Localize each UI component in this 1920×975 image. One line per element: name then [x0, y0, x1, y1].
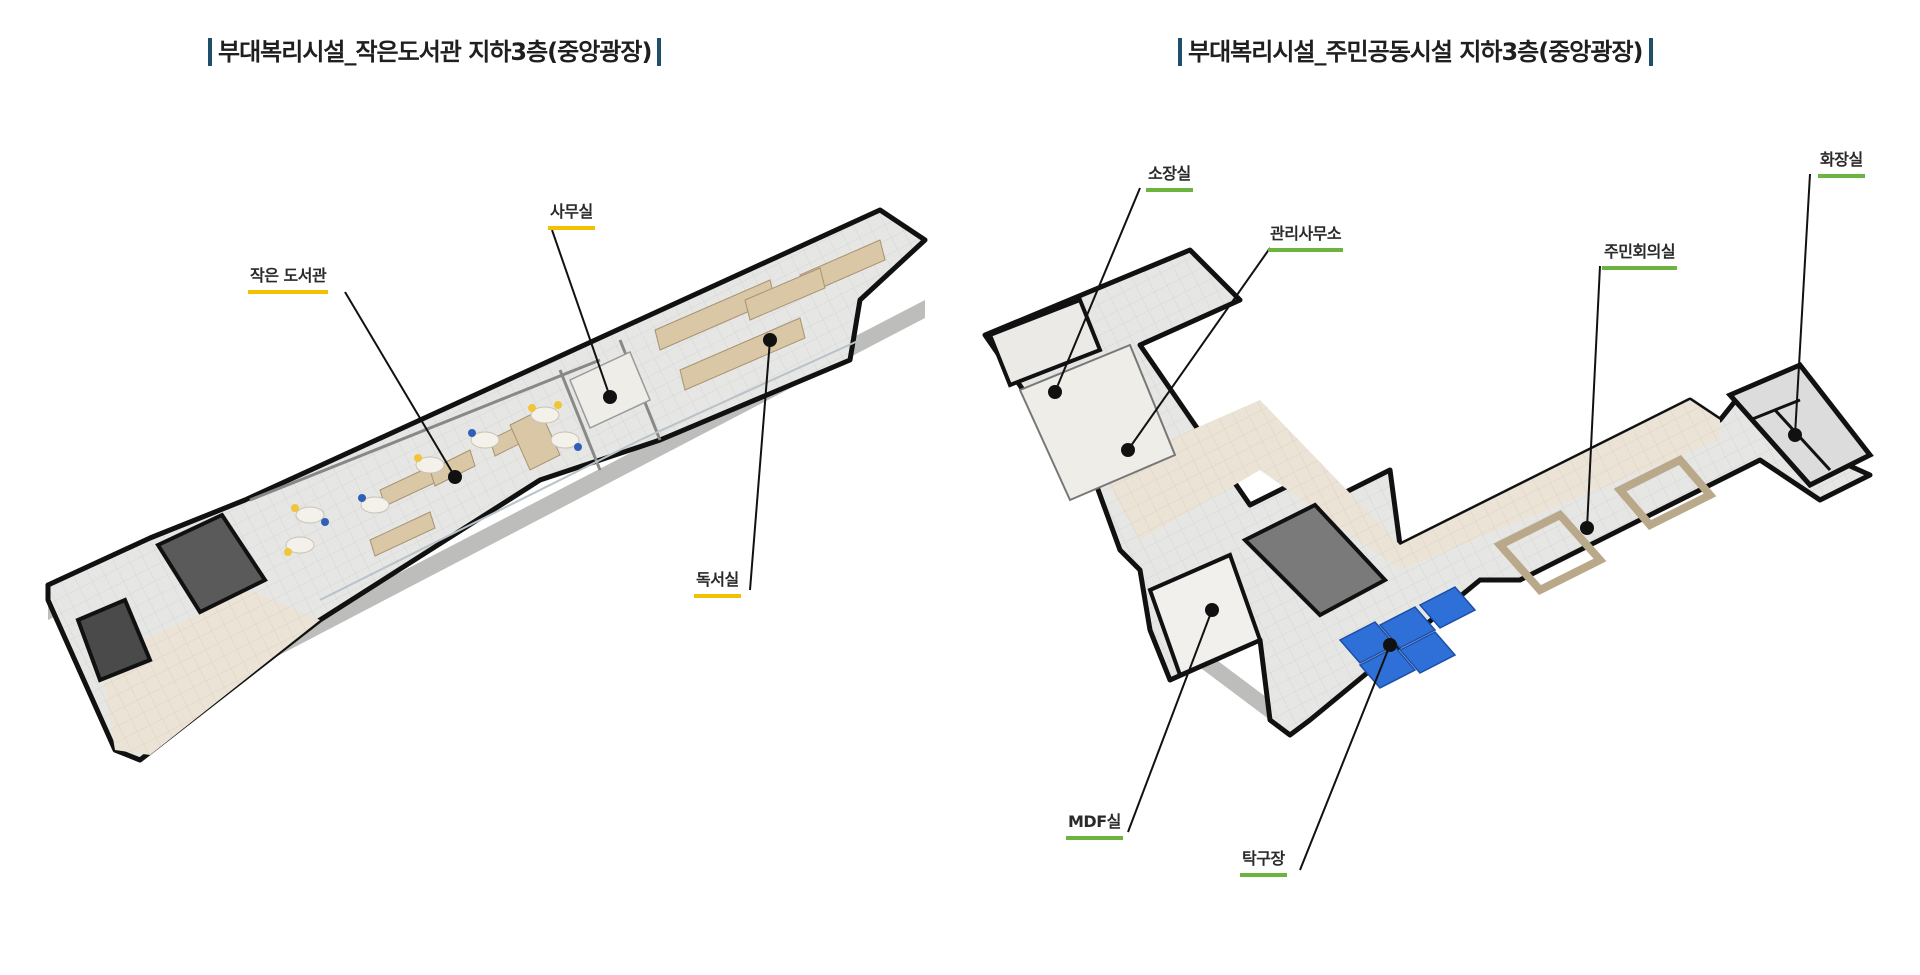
label-reading-room: 독서실: [694, 566, 741, 598]
elevator-core: [75, 597, 153, 683]
right-panel-title: 부대복리시설_주민공동시설 지하3층(중앙광장): [1178, 38, 1653, 66]
left-floor-plan: [45, 207, 928, 763]
storage-room: [987, 297, 1103, 388]
callout-dots: [448, 333, 1802, 652]
label-mdf-room: MDF실: [1066, 808, 1123, 840]
meeting-room-marker-dot: [1580, 521, 1594, 535]
label-office: 사무실: [548, 198, 595, 230]
central-void: [1241, 502, 1389, 618]
restroom-area: [1725, 361, 1874, 489]
callout-leaders: [344, 173, 1811, 871]
label-restroom: 화장실: [1818, 146, 1865, 178]
mdf-room-area: [1147, 552, 1263, 678]
right-floor-plan: [982, 247, 1874, 738]
label-table-tennis: 탁구장: [1240, 845, 1287, 877]
small-library-marker-dot: [448, 470, 462, 484]
storage-room-marker-dot: [1048, 385, 1062, 399]
mdf-room-marker-dot: [1205, 603, 1219, 617]
label-storage-room: 소장실: [1146, 160, 1193, 192]
ping-pong-tables: [1338, 586, 1477, 689]
restroom-marker-dot: [1788, 428, 1802, 442]
management-office-marker-dot: [1121, 443, 1135, 457]
reading-room-marker-dot: [763, 333, 777, 347]
office-marker-dot: [603, 390, 617, 404]
meeting-room-tables: [1493, 455, 1717, 595]
label-resident-meeting-room: 주민회의실: [1602, 238, 1678, 270]
left-panel-title: 부대복리시설_작은도서관 지하3층(중앙광장): [208, 38, 662, 66]
library-tables: [285, 406, 580, 554]
table-tennis-marker-dot: [1383, 638, 1397, 652]
entrance-hall-floor: [100, 590, 320, 755]
library-chairs: [284, 401, 582, 556]
stair-core: [155, 512, 268, 615]
corridor-floor: [1100, 400, 1720, 570]
label-small-library: 작은 도서관: [248, 262, 329, 294]
label-management-office: 관리사무소: [1268, 220, 1344, 252]
